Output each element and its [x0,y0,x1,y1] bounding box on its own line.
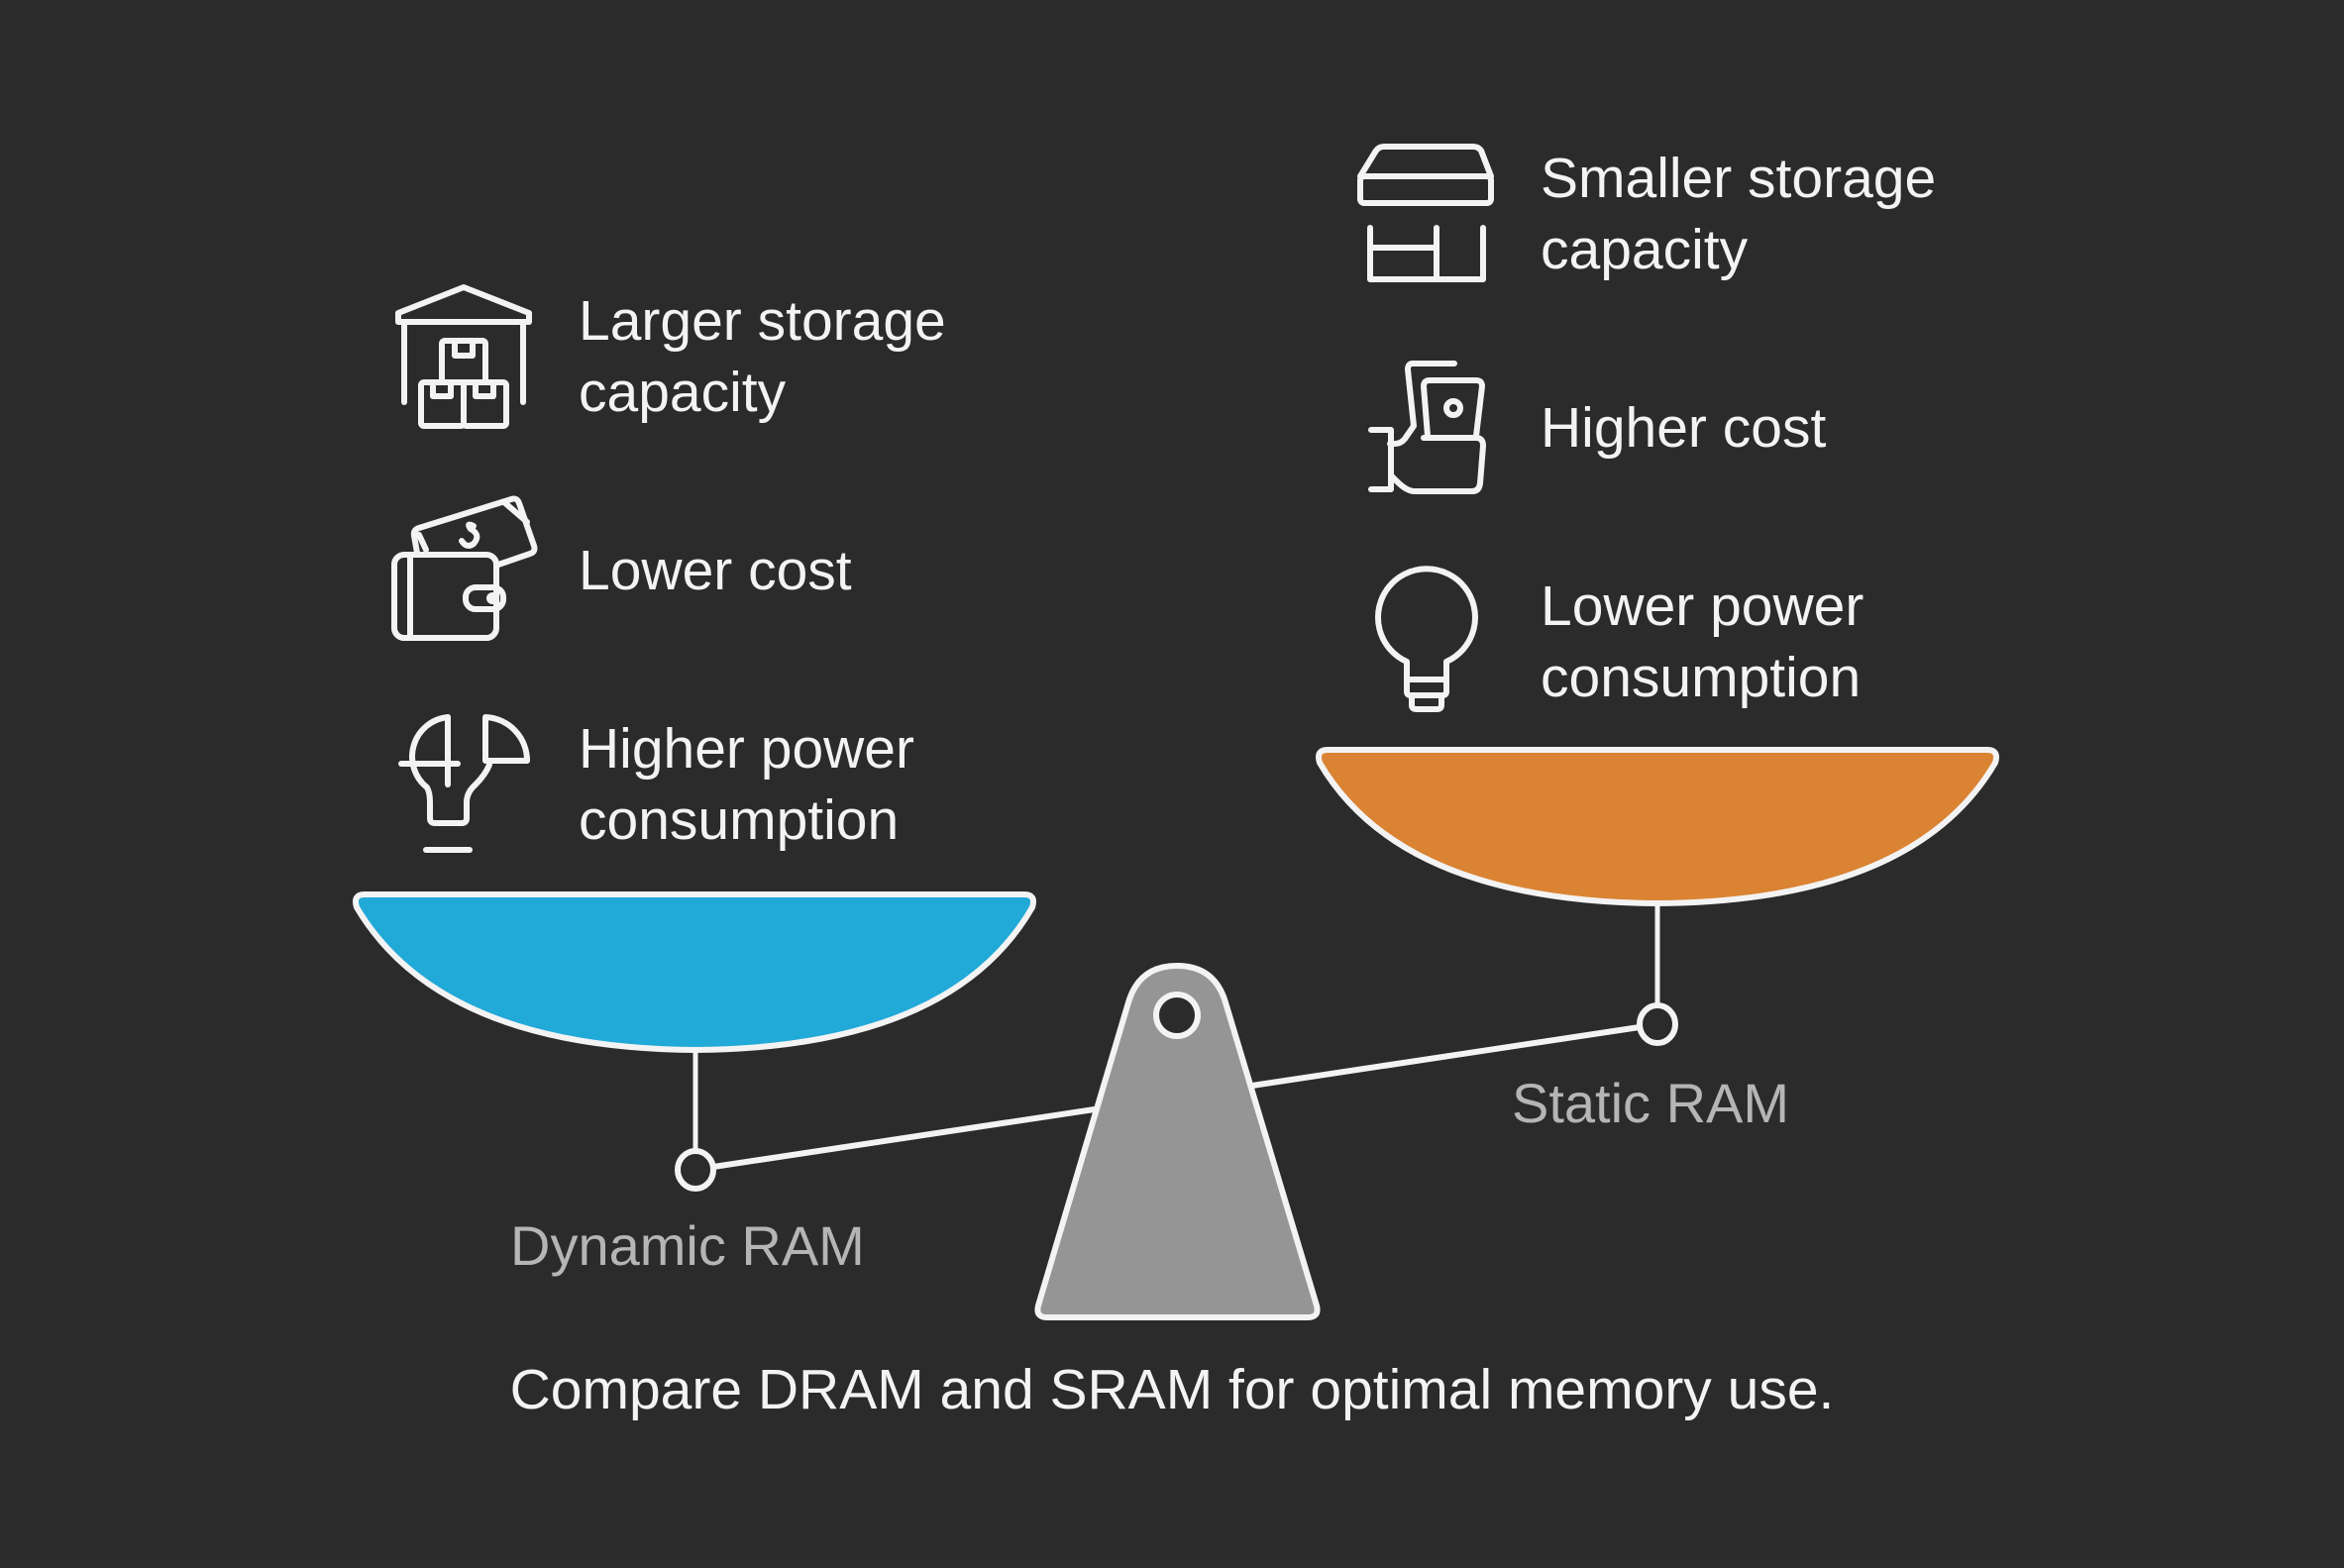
right-item-storage-line2: capacity [1541,218,1749,281]
right-item-storage-line1: Smaller storage [1541,147,1937,210]
left-pivot-circle [675,1148,716,1192]
left-item-storage: Larger storage capacity [579,285,946,428]
right-item-power-line2: consumption [1541,646,1862,709]
left-item-storage-line2: capacity [579,361,787,424]
storage-box-icon [1357,144,1494,282]
right-item-cost-line1: Higher cost [1541,396,1827,460]
right-item-storage: Smaller storage capacity [1541,143,1936,285]
caption: Compare DRAM and SRAM for optimal memory… [509,1358,1835,1421]
hand-money-icon [1368,361,1486,494]
right-pivot-circle [1637,1002,1678,1046]
dynamic-ram-label: Dynamic RAM [510,1214,865,1277]
right-item-power-line1: Lower power [1541,575,1865,638]
right-item-power: Lower power consumption [1541,571,1864,713]
static-ram-label: Static RAM [1512,1072,1790,1134]
wallet-icon [391,495,538,641]
lightbulb-pie-icon [398,714,531,853]
fulcrum-pivot-hole [1153,992,1201,1039]
left-item-power-line1: Higher power [579,717,914,781]
left-item-storage-line1: Larger storage [579,289,946,353]
right-item-cost: Higher cost [1541,392,1826,464]
fulcrum [1034,962,1321,1320]
left-item-cost-line1: Lower cost [579,539,852,602]
left-pan [353,891,1036,1054]
left-item-cost: Lower cost [579,535,852,606]
lightbulb-icon [1375,566,1478,712]
left-item-power: Higher power consumption [579,713,914,856]
left-item-power-line2: consumption [579,788,900,852]
right-pan [1316,747,1999,907]
warehouse-icon [395,284,532,429]
